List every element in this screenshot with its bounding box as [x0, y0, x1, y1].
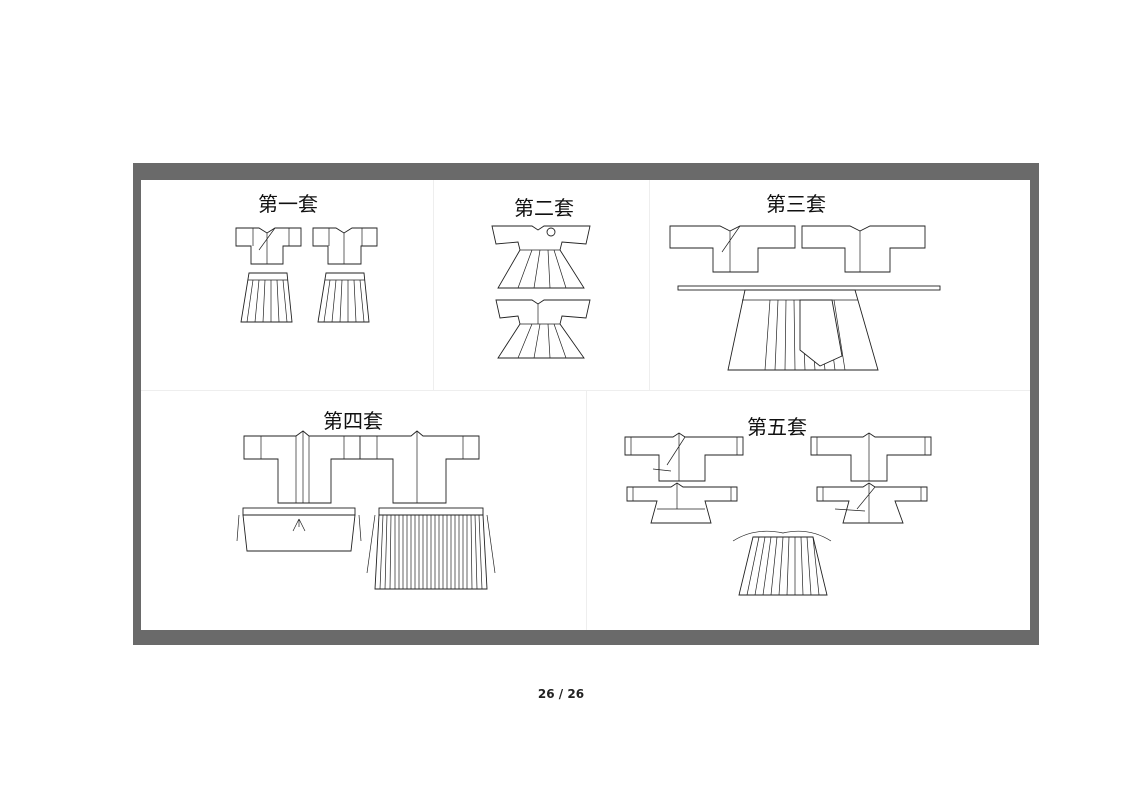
- set-2-cell: 第二套: [434, 180, 649, 390]
- set-1-cell: 第一套: [141, 180, 433, 390]
- page-indicator: 26 / 26: [537, 687, 585, 701]
- hanfu-set-5-illustration: [624, 432, 932, 596]
- set-3-title: 第三套: [766, 192, 826, 216]
- divider-vertical-1: [433, 180, 434, 390]
- hanfu-set-3-illustration: [669, 225, 941, 371]
- set-4-title: 第四套: [323, 409, 383, 433]
- divider-horizontal: [141, 390, 1030, 391]
- set-3-cell: 第三套: [650, 180, 1030, 390]
- divider-vertical-2: [649, 180, 650, 390]
- figure-panel: 第一套 第二套: [141, 180, 1030, 630]
- set-4-cell: 第四套: [141, 391, 586, 630]
- hanfu-set-1-illustration: [235, 227, 378, 323]
- set-5-cell: 第五套: [587, 391, 1030, 630]
- set-5-title: 第五套: [747, 415, 807, 439]
- figure-frame: 第一套 第二套: [133, 163, 1039, 645]
- divider-vertical-3: [586, 391, 587, 630]
- hanfu-set-4-illustration: [236, 430, 496, 590]
- set-1-title: 第一套: [258, 192, 318, 216]
- set-2-title: 第二套: [514, 196, 574, 220]
- hanfu-set-2-illustration: [491, 225, 591, 359]
